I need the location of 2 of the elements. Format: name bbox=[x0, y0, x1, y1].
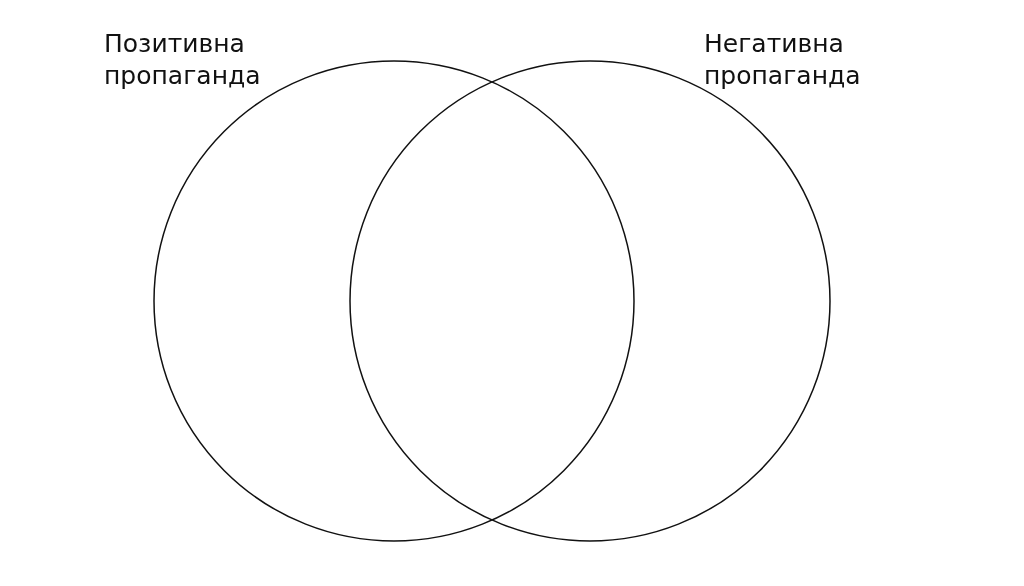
circle-heading: Позитивна пропаганда bbox=[104, 28, 262, 92]
circle-heading: Негативна пропаганда bbox=[704, 28, 862, 92]
